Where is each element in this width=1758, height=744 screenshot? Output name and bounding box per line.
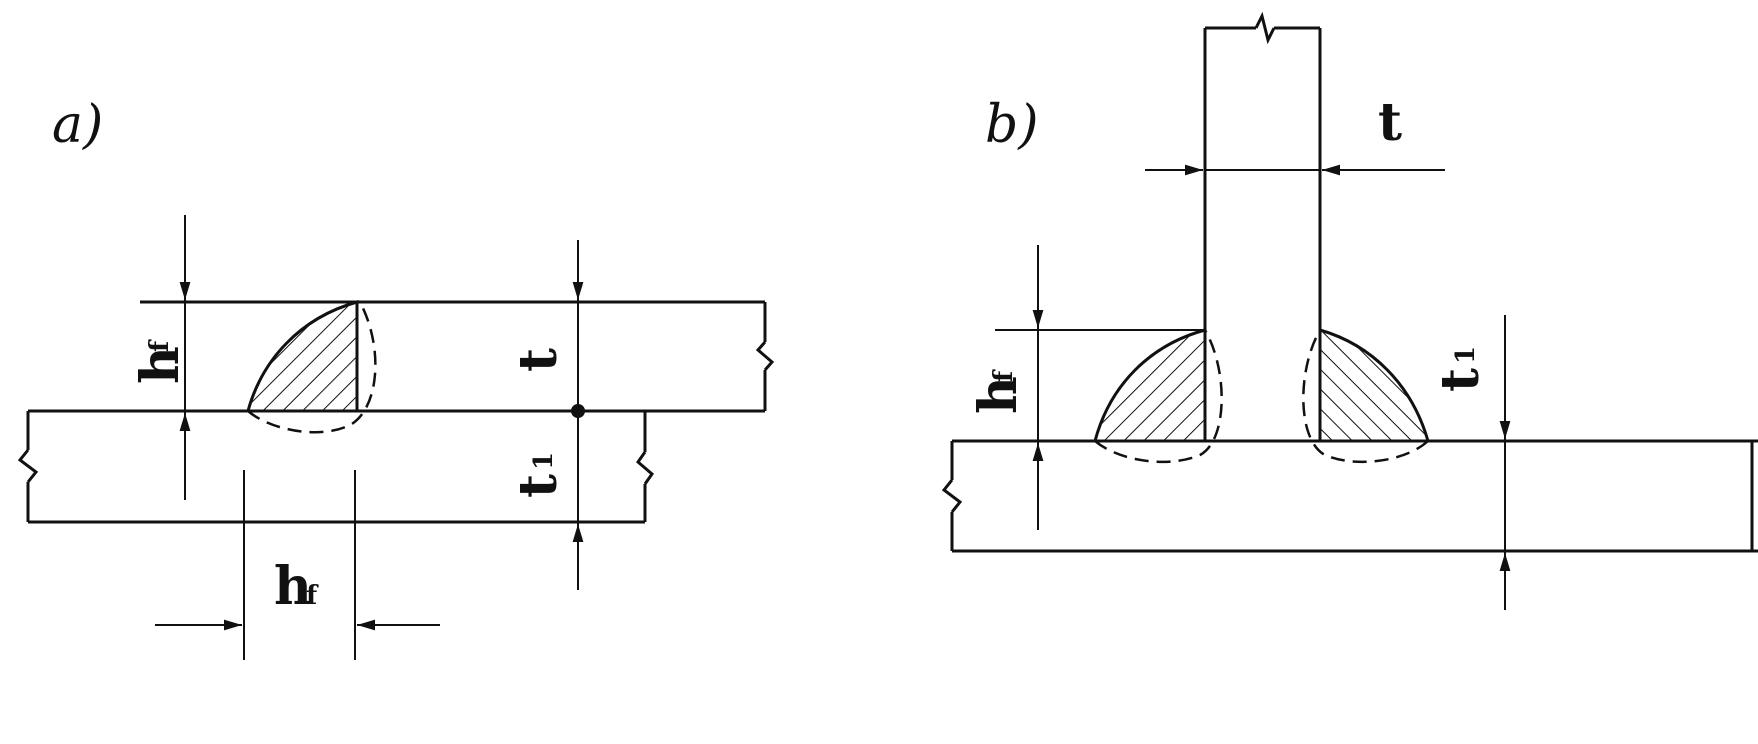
panel-b-label: b)	[985, 95, 1039, 155]
penetration-outline-b-right	[1302, 329, 1429, 464]
dim-t1-b: t 1	[1430, 315, 1511, 610]
dim-hf-label: h	[130, 346, 191, 384]
dim-t-label: t	[508, 348, 569, 372]
dim-point	[571, 404, 585, 418]
dim-t1-sub: 1	[529, 452, 559, 470]
panel-a: a) h f	[17, 95, 775, 660]
dim-hf-h-label: h	[274, 556, 312, 617]
vertical-plate	[1203, 11, 1322, 440]
dim-hf-b-label: h	[968, 376, 1029, 414]
upper-plate	[140, 300, 775, 413]
dim-hf-horizontal-a: h f	[155, 470, 440, 660]
dim-hf-b-sub: f	[989, 369, 1019, 382]
penetration-outline-a	[247, 301, 377, 434]
panel-a-label: a)	[52, 95, 103, 155]
panel-b: b) t	[941, 11, 1758, 610]
dim-t1-b-label: t	[1430, 368, 1491, 392]
dim-t-b-label: t	[1378, 92, 1402, 153]
dim-hf-vertical-a: h f	[130, 215, 191, 500]
dim-t1-b-sub: 1	[1451, 346, 1481, 364]
dim-t-b: t	[1145, 92, 1445, 176]
dim-hf-sub: f	[145, 339, 175, 352]
fillet-weld-b-right	[1318, 328, 1430, 443]
base-plate	[941, 439, 1758, 553]
penetration-outline-b-left	[1094, 329, 1223, 464]
dim-hf-h-sub: f	[306, 581, 319, 611]
dim-hf-b: h f	[968, 245, 1205, 530]
fillet-weld-a	[246, 300, 359, 413]
dim-t-t1-a: t t 1	[508, 240, 585, 590]
fillet-weld-b-left	[1093, 328, 1207, 443]
dim-t1-label: t	[508, 474, 569, 498]
lower-plate	[17, 409, 655, 524]
